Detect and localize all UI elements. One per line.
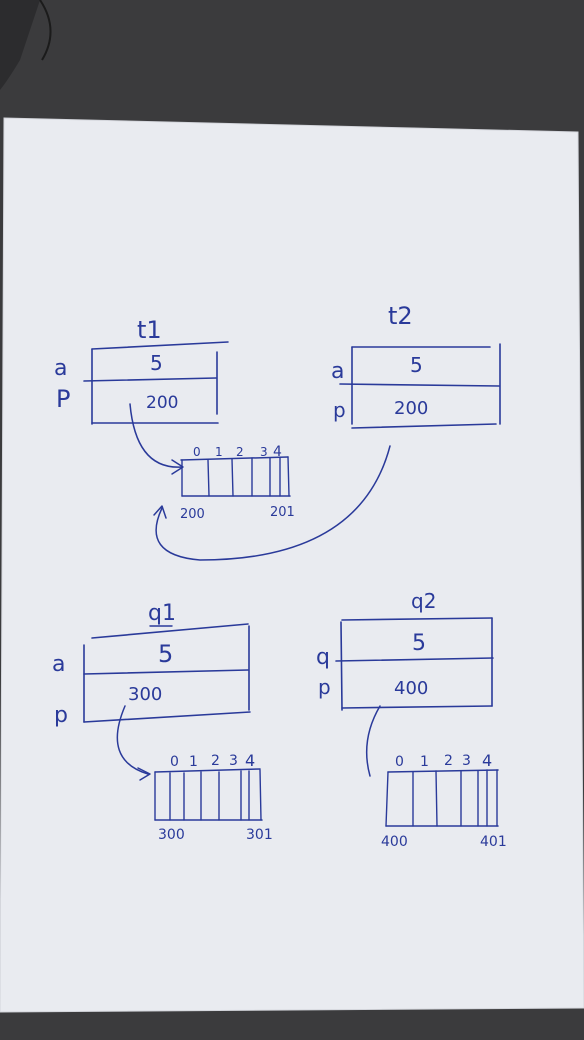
object-title: q2 <box>411 589 436 613</box>
pointer-arrow <box>155 445 391 561</box>
object-q2: q2 q p 5 400 0 1 2 3 4 400 401 <box>316 589 507 850</box>
field-value: 400 <box>394 678 428 699</box>
field-label: q <box>316 645 330 670</box>
array-start-address: 200 <box>180 507 205 522</box>
array-end-address: 301 <box>246 827 273 843</box>
array-t1: 0 1 2 3 4 200 201 <box>180 444 295 522</box>
field-value: 5 <box>410 353 423 377</box>
array-end-address: 201 <box>270 505 295 520</box>
field-value: 5 <box>158 640 173 668</box>
array-index: 4 <box>273 444 282 460</box>
field-label: p <box>54 703 68 728</box>
array-top-line <box>154 768 261 773</box>
box-left-line <box>340 621 343 711</box>
object-title: t2 <box>388 302 413 330</box>
array-index: 1 <box>420 754 429 770</box>
field-label: a <box>52 652 65 677</box>
row-divider <box>339 383 500 387</box>
field-label: p <box>318 675 331 699</box>
box-top-line <box>341 617 493 621</box>
array-index: 3 <box>229 753 238 769</box>
array-index: 0 <box>193 445 201 459</box>
box-bottom-line <box>83 711 251 723</box>
paper-sheet <box>0 118 584 1012</box>
field-label: P <box>56 385 70 413</box>
row-divider <box>83 669 249 675</box>
box-top-line <box>91 341 229 350</box>
object-title: q1 <box>148 601 176 626</box>
array-end-address: 401 <box>480 834 507 850</box>
row-divider <box>83 377 217 382</box>
object-title: t1 <box>137 316 162 344</box>
array-q2: 0 1 2 3 4 400 401 <box>381 751 507 850</box>
field-label: a <box>54 356 67 381</box>
array-index: 2 <box>211 753 220 769</box>
arrow-head <box>171 459 184 475</box>
cable <box>39 0 52 61</box>
array-index: 2 <box>236 445 244 459</box>
field-value: 200 <box>146 393 178 413</box>
field-value: 5 <box>412 631 426 656</box>
pointer-arrow <box>116 705 149 775</box>
arrow-head <box>137 767 151 781</box>
array-index: 4 <box>482 751 492 770</box>
field-label: a <box>331 359 344 384</box>
object-t1: t1 a P 5 200 0 1 2 3 4 200 201 <box>54 316 295 522</box>
array-start-address: 400 <box>381 834 408 850</box>
array-index: 2 <box>444 753 453 769</box>
desk-shadow <box>0 0 40 90</box>
box-top-line <box>91 623 249 639</box>
field-value: 5 <box>150 351 163 375</box>
field-value: 300 <box>128 684 162 705</box>
row-divider <box>335 657 494 662</box>
array-index: 4 <box>245 751 255 770</box>
array-q1: 0 1 2 3 4 300 301 <box>154 751 273 843</box>
array-index: 0 <box>170 754 179 770</box>
array-index: 1 <box>215 445 223 459</box>
box-bottom-line <box>341 705 493 709</box>
array-index: 0 <box>395 754 404 770</box>
array-top-line <box>387 769 499 773</box>
object-q1: q1 a p 5 300 0 1 2 3 4 300 301 <box>52 601 273 843</box>
box-bottom-line <box>351 423 497 429</box>
field-label: p <box>333 398 346 422</box>
array-cells <box>154 769 262 821</box>
field-value: 200 <box>394 398 428 419</box>
array-cells <box>385 769 498 827</box>
array-index: 3 <box>462 753 471 769</box>
array-index: 1 <box>189 754 198 770</box>
array-start-address: 300 <box>158 827 185 843</box>
array-cells <box>181 456 290 497</box>
pointer-arrow <box>365 705 381 777</box>
array-index: 3 <box>260 445 268 459</box>
pointer-arrow <box>129 403 183 468</box>
arrow-head <box>153 505 167 519</box>
object-t2: t2 a p 5 200 <box>153 302 501 561</box>
